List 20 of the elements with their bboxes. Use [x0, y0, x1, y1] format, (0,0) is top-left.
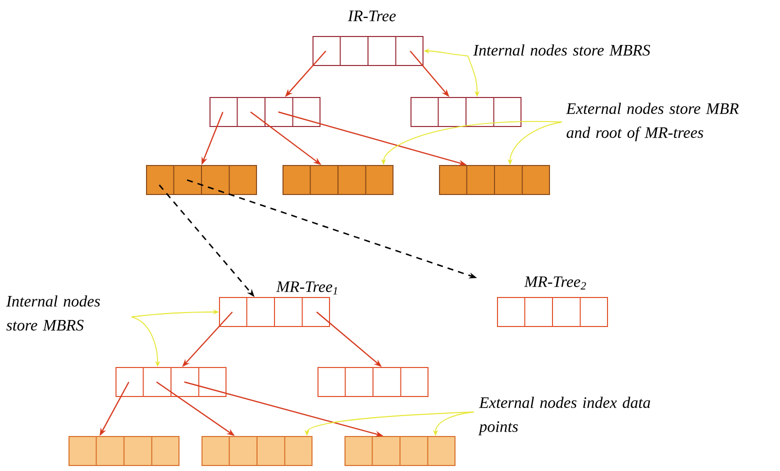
tree-title: MR-Tree$_{2}$ — [524, 276, 586, 290]
index-node-box — [116, 366, 226, 398]
annotation-text: Internal nodes store MBRS — [473, 44, 650, 56]
index-node-box — [210, 96, 320, 128]
index-node-box — [344, 436, 456, 466]
tree-title: MR-Tree$_{1}$ — [276, 281, 337, 295]
index-node-box — [318, 366, 428, 398]
index-node-box — [497, 296, 608, 328]
index-node-box — [219, 296, 330, 328]
index-node-box — [146, 164, 257, 196]
annotation-text: External nodes index data points — [478, 396, 650, 436]
annotation-text: Internal nodes store MBRS — [6, 295, 100, 331]
index-node-box — [439, 164, 550, 196]
index-node-box — [282, 164, 394, 196]
annotation-text: External nodes store MBR and root of MR-trees — [566, 102, 739, 142]
index-node-box — [202, 436, 312, 466]
tree-title: IR-Tree — [348, 10, 396, 22]
index-node-box — [410, 96, 522, 128]
index-node-box — [68, 436, 180, 466]
index-node-box — [312, 36, 424, 66]
